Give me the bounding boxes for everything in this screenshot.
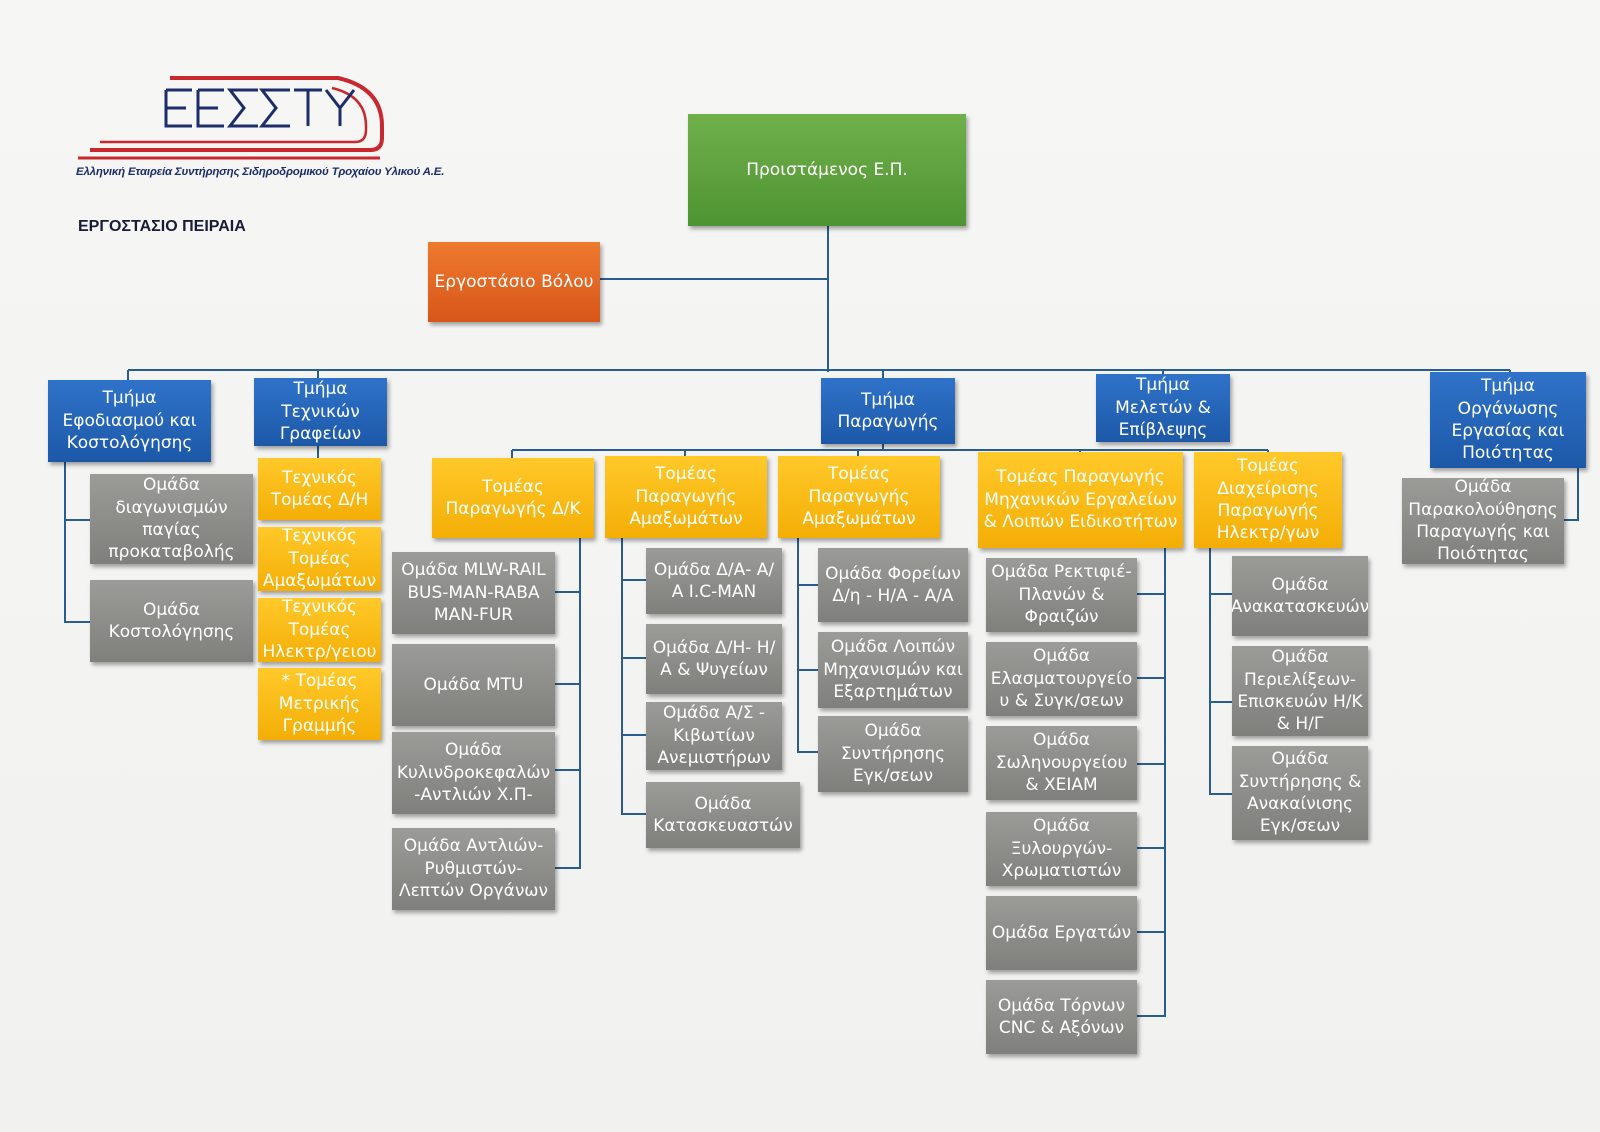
factory-title: ΕΡΓΟΣΤΑΣΙΟ ΠΕΙΡΑΙΑ: [78, 218, 246, 235]
node-grp-mechanisms: Ομάδα Λοιπών Μηχανισμών και Εξαρτημάτων: [818, 632, 968, 708]
node-grp-maintenance-2: Ομάδα Συντήρησης & Ανακαίνισης Εγκ/σεων: [1232, 746, 1368, 840]
node-sector-tools: Τομέας Παραγωγής Μηχανικών Εργαλείων & Λ…: [978, 452, 1183, 548]
node-grp-cnc: Ομάδα Τόρνων CNC & Αξόνων: [986, 980, 1137, 1054]
node-grp-sheet-metal: Ομάδα Ελασματουργείο υ & Συγκ/σεων: [986, 642, 1137, 716]
node-tech-elec: Τεχνικός Τομέας Ηλεκτρ/γειου: [258, 598, 381, 662]
node-dept-studies: Τμήμα Μελετών & Επίβλεψης: [1096, 374, 1230, 442]
node-grp-mtu: Ομάδα MTU: [392, 644, 555, 726]
node-grp-monitoring: Ομάδα Παρακολούθησης Παραγωγής και Ποιότ…: [1402, 478, 1564, 564]
node-grp-costing: Ομάδα Κοστολόγησης: [90, 580, 253, 662]
node-grp-tenders: Ομάδα διαγωνισμών παγίας προκαταβολής: [90, 474, 253, 564]
node-head: Προιστάμενος Ε.Π.: [688, 114, 966, 226]
node-grp-rewinding: Ομάδα Περιελίξεων- Επισκευών Η/Κ & Η/Γ: [1232, 646, 1368, 736]
node-grp-pumps: Ομάδα Αντλιών- Ρυθμιστών- Λεπτών Οργάνων: [392, 828, 555, 910]
node-grp-mlw: Ομάδα MLW-RAIL BUS-MAN-RABA MAN-FUR: [392, 552, 555, 634]
node-grp-dh: Ομάδα Δ/Η- Η/Α & Ψυγείων: [646, 624, 782, 694]
node-grp-rebuild: Ομάδα Ανακατασκευών: [1232, 556, 1368, 636]
node-volos-factory: Εργοστάσιο Βόλου: [428, 242, 600, 322]
node-tech-amax: Τεχνικός Τομέας Αμαξωμάτων: [258, 527, 381, 591]
company-name: Ελληνική Εταιρεία Συντήρησης Σιδηροδρομι…: [76, 166, 445, 178]
node-grp-grinding: Ομάδα Ρεκτιφιέ- Πλανών & Φραιζών: [986, 558, 1137, 632]
node-sector-dk: Τομέας Παραγωγής Δ/Κ: [432, 458, 594, 538]
node-sector-amax-1: Τομέας Παραγωγής Αμαξωμάτων: [605, 456, 767, 538]
node-tech-dh: Τεχνικός Τομέας Δ/Η: [258, 458, 381, 520]
node-grp-da: Ομάδα Δ/Α- Α/Α I.C-MAN: [646, 548, 782, 614]
node-grp-workers: Ομάδα Εργατών: [986, 896, 1137, 970]
node-dept-tech-offices: Τμήμα Τεχνικών Γραφείων: [254, 378, 387, 446]
node-grp-piping: Ομάδα Σωληνουργείου & ΧΕΙΑΜ: [986, 726, 1137, 800]
node-sector-elec: Τομέας Διαχείρισης Παραγωγής Ηλεκτρ/γων: [1194, 452, 1342, 548]
node-dept-supply: Τμήμα Εφοδιασμού και Κοστολόγησης: [48, 380, 211, 462]
node-grp-builders: Ομάδα Κατασκευαστών: [646, 782, 800, 848]
node-dept-quality: Τμήμα Οργάνωσης Εργασίας και Ποιότητας: [1430, 372, 1586, 468]
node-grp-cylinders: Ομάδα Κυλινδροκεφαλών -Αντλιών Χ.Π-: [392, 732, 555, 814]
node-grp-maintenance-1: Ομάδα Συντήρησης Εγκ/σεων: [818, 716, 968, 792]
company-logo: [78, 76, 384, 160]
node-grp-as: Ομάδα Α/Σ - Κιβωτίων Ανεμιστήρων: [646, 702, 782, 770]
node-sector-amax-2: Τομέας Παραγωγής Αμαξωμάτων: [778, 456, 940, 538]
node-dept-production: Τμήμα Παραγωγής: [821, 378, 955, 444]
node-grp-carriers: Ομάδα Φορείων Δ/η - Η/Α - Α/Α: [818, 548, 968, 622]
node-tech-metric: * Τομέας Μετρικής Γραμμής: [258, 668, 381, 740]
node-grp-carpentry: Ομάδα Ξυλουργών- Χρωματιστών: [986, 812, 1137, 886]
